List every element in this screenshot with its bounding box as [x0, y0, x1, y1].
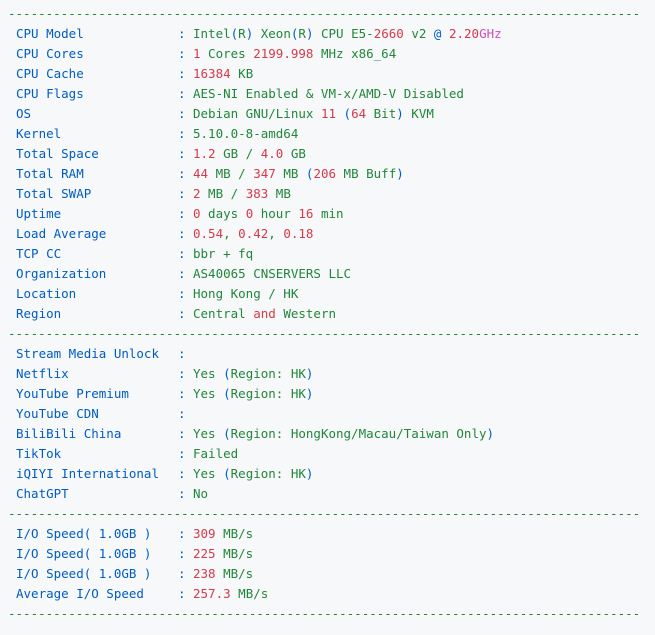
row-label: I/O Speed( 1.0GB ): [16, 526, 152, 541]
section-separator: ----------------------------------------…: [8, 606, 640, 621]
row-value: 309 MB/s: [193, 526, 254, 541]
row-label: Total SWAP: [16, 186, 92, 201]
row-value: Yes (Region: HK): [193, 386, 314, 401]
row-colon: :: [178, 286, 186, 301]
row-colon: :: [178, 86, 186, 101]
row-label: iQIYI International: [16, 466, 159, 481]
row-value: 44 MB / 347 MB (206 MB Buff): [193, 166, 404, 181]
row-label: Location: [16, 286, 77, 301]
row-label: Kernel: [16, 126, 62, 141]
row-colon: :: [178, 126, 186, 141]
row-colon: :: [178, 306, 186, 321]
row-value: Hong Kong / HK: [193, 286, 299, 301]
row-value: 238 MB/s: [193, 566, 254, 581]
row-colon: :: [178, 586, 186, 601]
row-colon: :: [178, 366, 186, 381]
row-colon: :: [178, 386, 186, 401]
row-label: I/O Speed( 1.0GB ): [16, 566, 152, 581]
row-label: TCP CC: [16, 246, 62, 261]
row-label: Uptime: [16, 206, 62, 221]
row-label: Organization: [16, 266, 107, 281]
row-value: Yes (Region: HongKong/Macau/Taiwan Only): [193, 426, 495, 441]
row-value: bbr + fq: [193, 246, 254, 261]
row-label: Average I/O Speed: [16, 586, 144, 601]
row-value: Debian GNU/Linux 11 (64 Bit) KVM: [193, 106, 434, 121]
row-label: TikTok: [16, 446, 62, 461]
row-colon: :: [178, 406, 186, 421]
row-colon: :: [178, 446, 186, 461]
row-label: CPU Flags: [16, 86, 84, 101]
row-colon: :: [178, 226, 186, 241]
row-value: 1.2 GB / 4.0 GB: [193, 146, 306, 161]
row-colon: :: [178, 466, 186, 481]
row-colon: :: [178, 66, 186, 81]
row-colon: :: [178, 106, 186, 121]
row-value: 257.3 MB/s: [193, 586, 269, 601]
row-value: 16384 KB: [193, 66, 254, 81]
row-colon: :: [178, 266, 186, 281]
row-value: Central and Western: [193, 306, 337, 321]
row-label: Netflix: [16, 366, 69, 381]
row-label: Total Space: [16, 146, 99, 161]
row-label: BiliBili China: [16, 426, 122, 441]
section-separator: ----------------------------------------…: [8, 6, 640, 21]
row-value: AS40065 CNSERVERS LLC: [193, 266, 352, 281]
row-label: Total RAM: [16, 166, 84, 181]
section-separator: ----------------------------------------…: [8, 326, 640, 341]
row-colon: :: [178, 166, 186, 181]
row-colon: :: [178, 566, 186, 581]
row-colon: :: [178, 426, 186, 441]
row-value: 0 days 0 hour 16 min: [193, 206, 344, 221]
row-label: CPU Model: [16, 26, 84, 41]
row-value: Intel(R) Xeon(R) CPU E5-2660 v2 @ 2.20GH…: [193, 26, 502, 41]
row-value: 0.54, 0.42, 0.18: [193, 226, 314, 241]
row-colon: :: [178, 346, 186, 361]
row-value: 1 Cores 2199.998 MHz x86_64: [193, 46, 397, 61]
row-label: YouTube CDN: [16, 406, 99, 421]
row-value: Yes (Region: HK): [193, 466, 314, 481]
row-value: No: [193, 486, 209, 501]
row-colon: :: [178, 526, 186, 541]
row-value: Failed: [193, 446, 239, 461]
row-label: OS: [16, 106, 32, 121]
row-colon: :: [178, 46, 186, 61]
row-colon: :: [178, 546, 186, 561]
row-label: ChatGPT: [16, 486, 69, 501]
row-label: Load Average: [16, 226, 107, 241]
row-value: Yes (Region: HK): [193, 366, 314, 381]
row-label: CPU Cores: [16, 46, 84, 61]
row-label: CPU Cache: [16, 66, 84, 81]
row-colon: :: [178, 186, 186, 201]
row-label: YouTube Premium: [16, 386, 129, 401]
row-label: Stream Media Unlock: [16, 346, 159, 361]
row-value: 225 MB/s: [193, 546, 254, 561]
row-colon: :: [178, 146, 186, 161]
row-value: 5.10.0-8-amd64: [193, 126, 299, 141]
row-colon: :: [178, 246, 186, 261]
row-colon: :: [178, 486, 186, 501]
row-colon: :: [178, 206, 186, 221]
row-label: Region: [16, 306, 62, 321]
section-separator: ----------------------------------------…: [8, 506, 640, 521]
row-colon: :: [178, 26, 186, 41]
row-value: AES-NI Enabled & VM-x/AMD-V Disabled: [193, 86, 464, 101]
row-label: I/O Speed( 1.0GB ): [16, 546, 152, 561]
row-value: 2 MB / 383 MB: [193, 186, 291, 201]
